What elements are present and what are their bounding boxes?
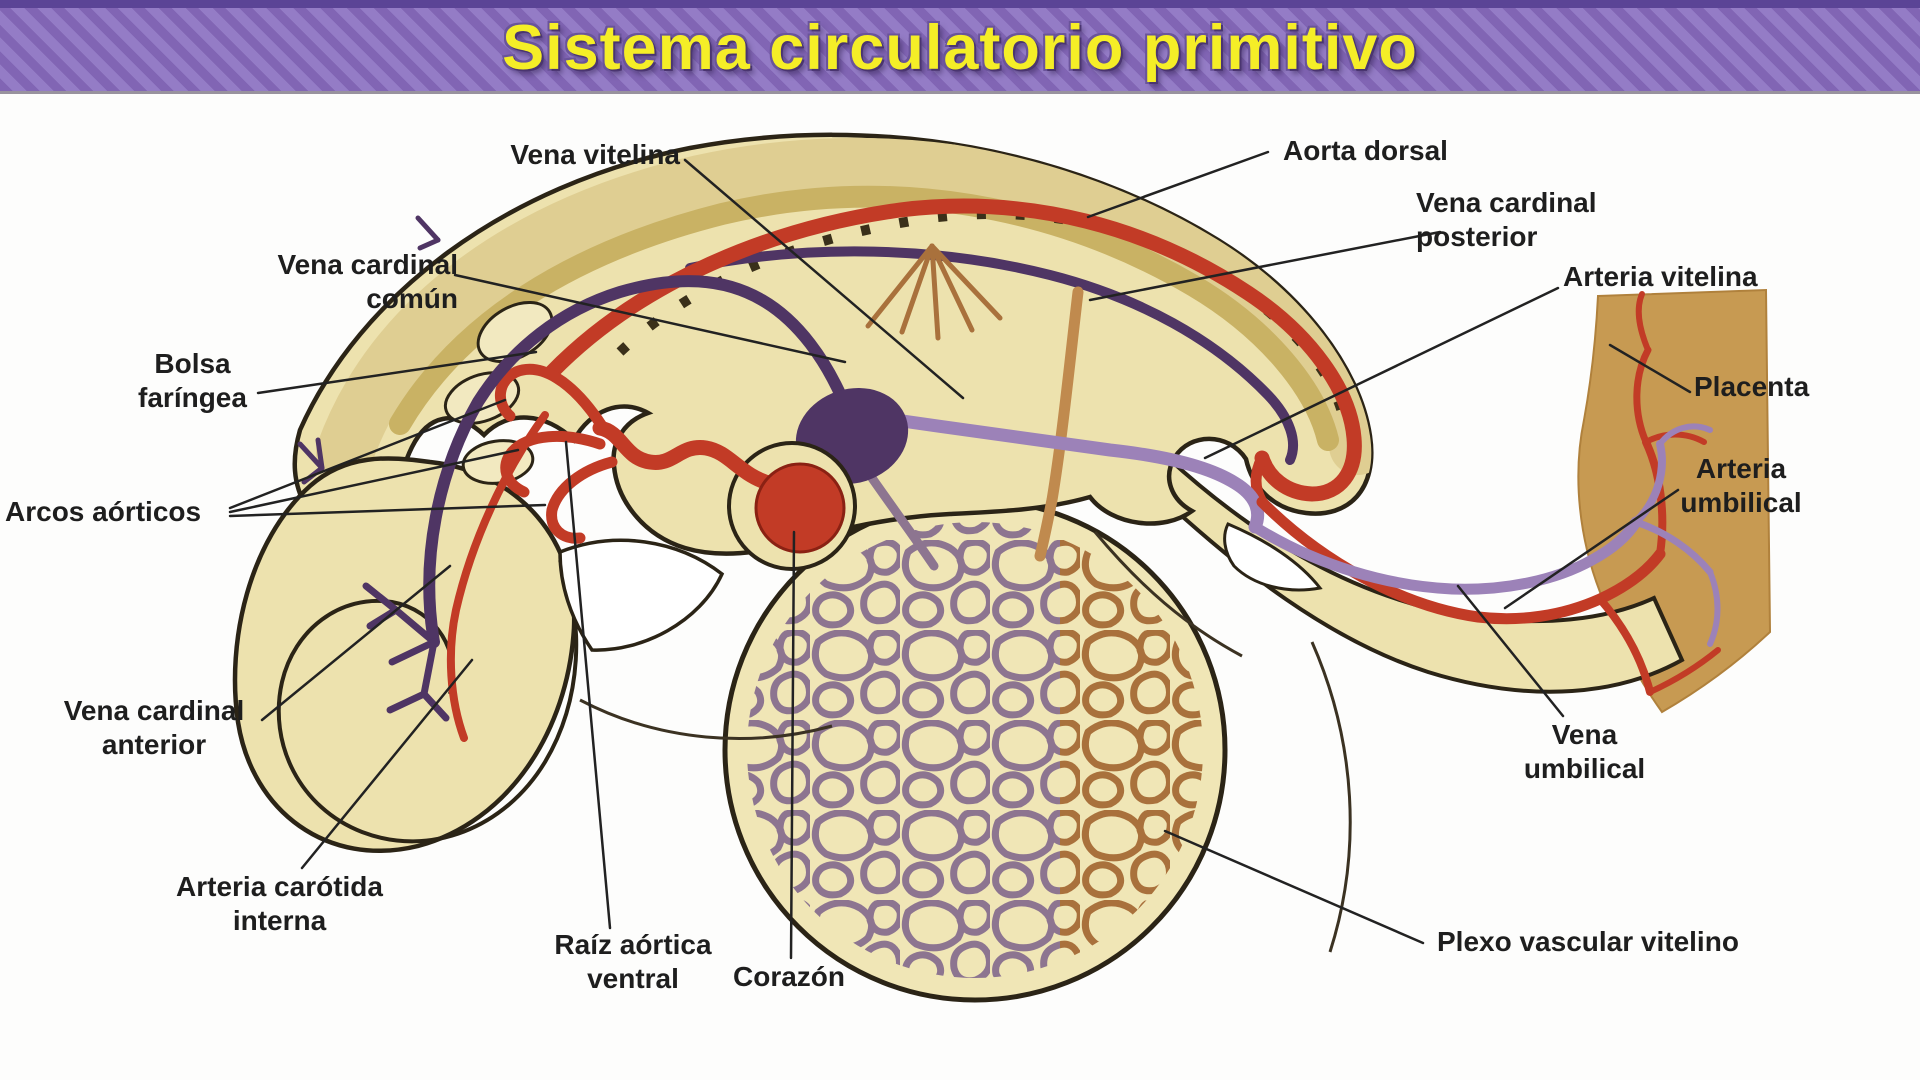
aortic-branch-fan: [865, 243, 1003, 341]
leader-arcos-aorticos-3: [228, 503, 547, 518]
leader-vena-vitelina: [683, 158, 965, 400]
leader-vena-umbilical: [1456, 584, 1565, 718]
vessels: [297, 198, 1721, 742]
leader-lines: [228, 150, 1692, 960]
vitelline-vein-vessel: [861, 409, 1265, 534]
leader-plexo-vascular: [1163, 829, 1425, 945]
dorsal-aorta-vessel: [544, 198, 1362, 502]
leader-raiz-aortica: [564, 440, 612, 930]
tail-notch: [1223, 522, 1323, 592]
label-vena-cardinal-anterior: Vena cardinal anterior: [63, 695, 245, 760]
title-banner: Sistema circulatorio primitivo: [0, 0, 1920, 94]
leader-corazon: [789, 530, 796, 960]
leader-arteria-umbilical: [1503, 488, 1680, 610]
label-vena-cardinal-comun: Vena cardinal común: [277, 249, 458, 314]
heart: [754, 462, 846, 554]
label-arteria-umbilical: Arteria umbilical: [1680, 453, 1802, 518]
page-title: Sistema circulatorio primitivo: [502, 13, 1418, 83]
label-vena-cardinal-posterior: Vena cardinal posterior: [1416, 187, 1597, 252]
posterior-cardinal-vein: [685, 246, 1298, 465]
vitelline-vein-to-yolk: [867, 473, 939, 571]
label-arteria-carotida-interna: Arteria carótida interna: [176, 871, 383, 936]
leader-vena-cardinal-comun: [453, 273, 847, 364]
amnion-lines: [579, 531, 1352, 953]
leader-arcos-aorticos-2: [228, 448, 520, 514]
leader-aorta-dorsal: [1086, 150, 1270, 219]
label-corazon: Corazón: [733, 961, 845, 992]
leader-bolsa-faringea: [256, 350, 538, 395]
internal-carotid-artery: [446, 411, 549, 742]
mouth-notch: [558, 538, 725, 652]
vitelline-artery-trunk: [1034, 286, 1084, 562]
label-raiz-aortica-ventral: Raíz aórtica ventral: [554, 929, 712, 994]
leader-arteria-carotida: [300, 658, 474, 870]
label-arteria-vitelina: Arteria vitelina: [1563, 261, 1758, 292]
label-vena-umbilical: Vena umbilical: [1523, 719, 1646, 784]
leader-vena-cardinal-anterior: [260, 564, 452, 722]
label-vena-vitelina: Vena vitelina: [510, 139, 680, 170]
head-curl-line: [276, 559, 579, 844]
label-aorta-dorsal: Aorta dorsal: [1283, 135, 1448, 166]
anterior-cardinal-vein: [297, 215, 848, 722]
leader-arcos-aorticos-1: [228, 398, 507, 510]
label-arcos-aorticos: Arcos aórticos: [5, 496, 202, 527]
label-placenta: Placenta: [1694, 371, 1810, 402]
label-plexo-vascular-vitelino: Plexo vascular vitelino: [1437, 926, 1739, 957]
leader-vena-cardinal-posterior: [1088, 230, 1442, 302]
leader-arteria-vitelina: [1203, 286, 1560, 460]
ventral-aortic-root: [592, 420, 780, 492]
label-bolsa-faringea: Bolsa faríngea: [138, 348, 247, 413]
yolk-sac: [722, 497, 1228, 1003]
umbilical-cord: [1159, 453, 1685, 694]
leader-placenta: [1608, 343, 1692, 394]
